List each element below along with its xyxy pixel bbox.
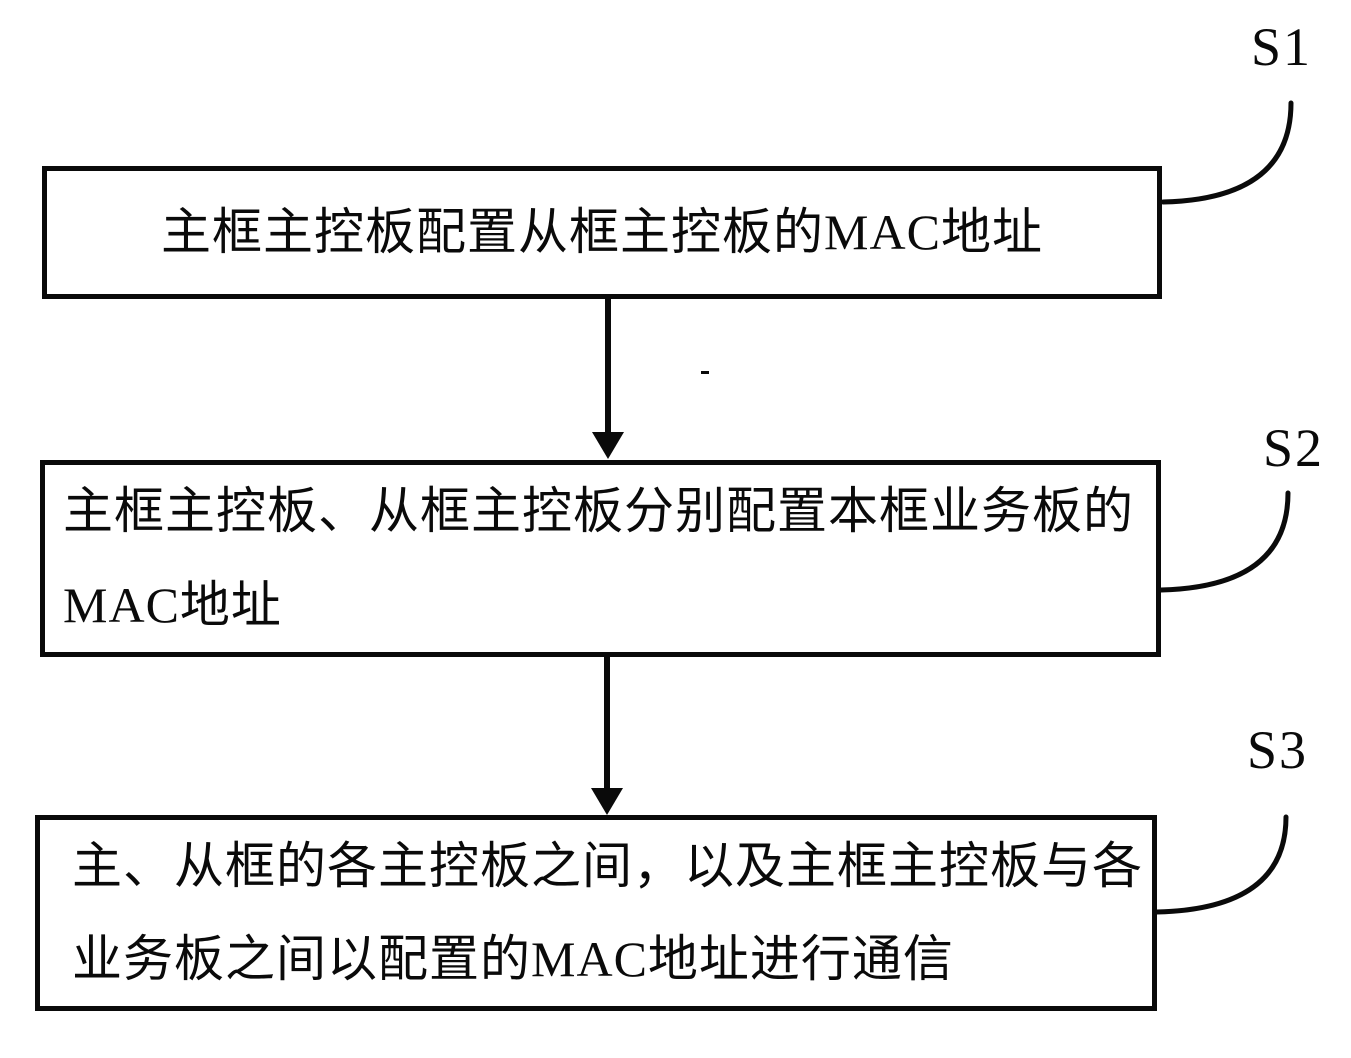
step2-text-line2: MAC地址 [63, 576, 282, 633]
down-arrow-1 [592, 299, 624, 459]
down-arrow-1-head [592, 432, 624, 459]
step-label-s2: S2 [1263, 418, 1325, 478]
flow-box-step2: 主框主控板、从框主控板分别配置本框业务板的 MAC地址 [40, 460, 1161, 657]
step3-text-line2: 业务板之间以配置的MAC地址进行通信 [72, 931, 954, 987]
flow-box-step1: 主框主控板配置从框主控板的MAC地址 [42, 166, 1162, 299]
step3-text-line1: 主、从框的各主控板之间，以及主框主控板与各 [72, 838, 1143, 894]
leader-curve-s3 [1154, 814, 1289, 915]
flow-box-step3: 主、从框的各主控板之间，以及主框主控板与各 业务板之间以配置的MAC地址进行通信 [35, 815, 1157, 1011]
down-arrow-2 [591, 657, 623, 815]
step2-text-line1: 主框主控板、从框主控板分别配置本框业务板的 [63, 483, 1134, 540]
scan-speck [701, 371, 709, 374]
down-arrow-2-head [591, 788, 623, 815]
step1-text-line1: 主框主控板配置从框主控板的MAC地址 [161, 204, 1043, 260]
leader-curve-s1 [1160, 100, 1294, 205]
step-label-s3: S3 [1247, 720, 1309, 780]
leader-curve-s2 [1158, 490, 1291, 593]
step-label-s1: S1 [1251, 17, 1313, 77]
